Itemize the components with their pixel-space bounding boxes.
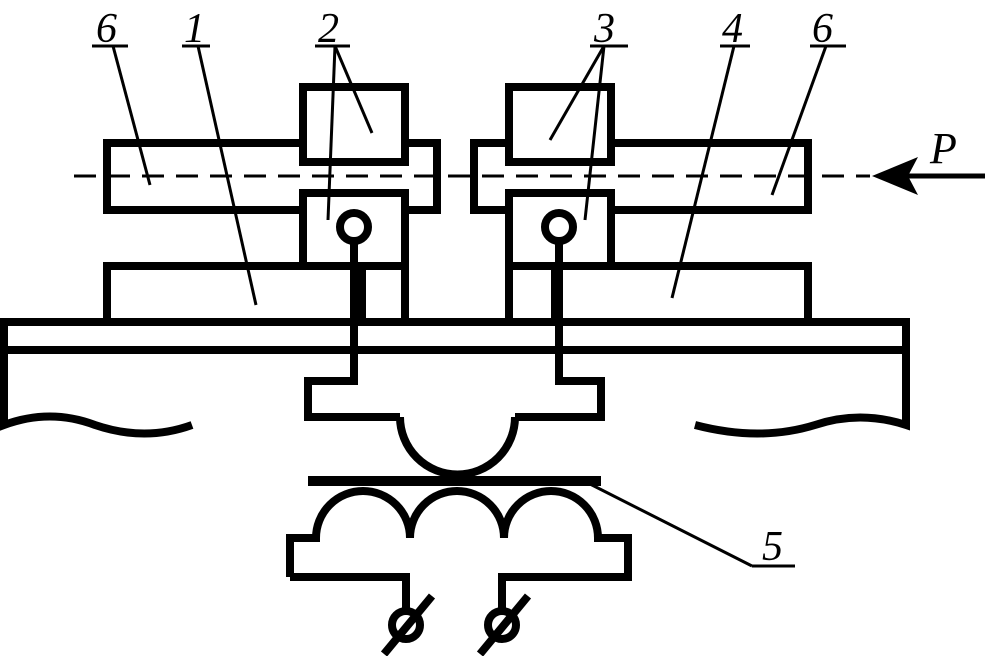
label-5: 5: [762, 524, 783, 570]
block-2-upper: [299, 83, 409, 166]
terminal-right: [476, 593, 532, 656]
label-4: 4: [722, 6, 743, 52]
block-1: [103, 262, 366, 326]
base-frame-right: [560, 346, 910, 438]
armature: [396, 416, 519, 479]
rod-6-left: [103, 139, 441, 214]
support-right: [505, 262, 555, 322]
label-6-left: 6: [96, 6, 117, 52]
force-arrow: [872, 157, 985, 195]
terminal-left-tick: [380, 593, 436, 656]
label-6-right: 6: [812, 6, 833, 52]
support-left: [362, 262, 409, 322]
terminal-right-tick: [476, 593, 532, 656]
label-1: 1: [184, 6, 205, 52]
label-3: 3: [593, 6, 615, 52]
base-frame-left: [0, 346, 360, 438]
rod-left: [304, 241, 400, 421]
leader-lines: [92, 44, 846, 568]
electromagnet-coil: [286, 487, 632, 608]
label-2: 2: [318, 6, 339, 52]
label-force-p: P: [929, 124, 957, 173]
block-4: [551, 262, 812, 326]
base-plate-top: [0, 318, 910, 354]
rod-right: [515, 241, 605, 421]
force-arrow-head: [872, 157, 918, 195]
terminal-left: [380, 593, 436, 656]
pivot-left: [336, 209, 372, 245]
base-plate: [0, 318, 910, 438]
pivot-right: [541, 209, 577, 245]
